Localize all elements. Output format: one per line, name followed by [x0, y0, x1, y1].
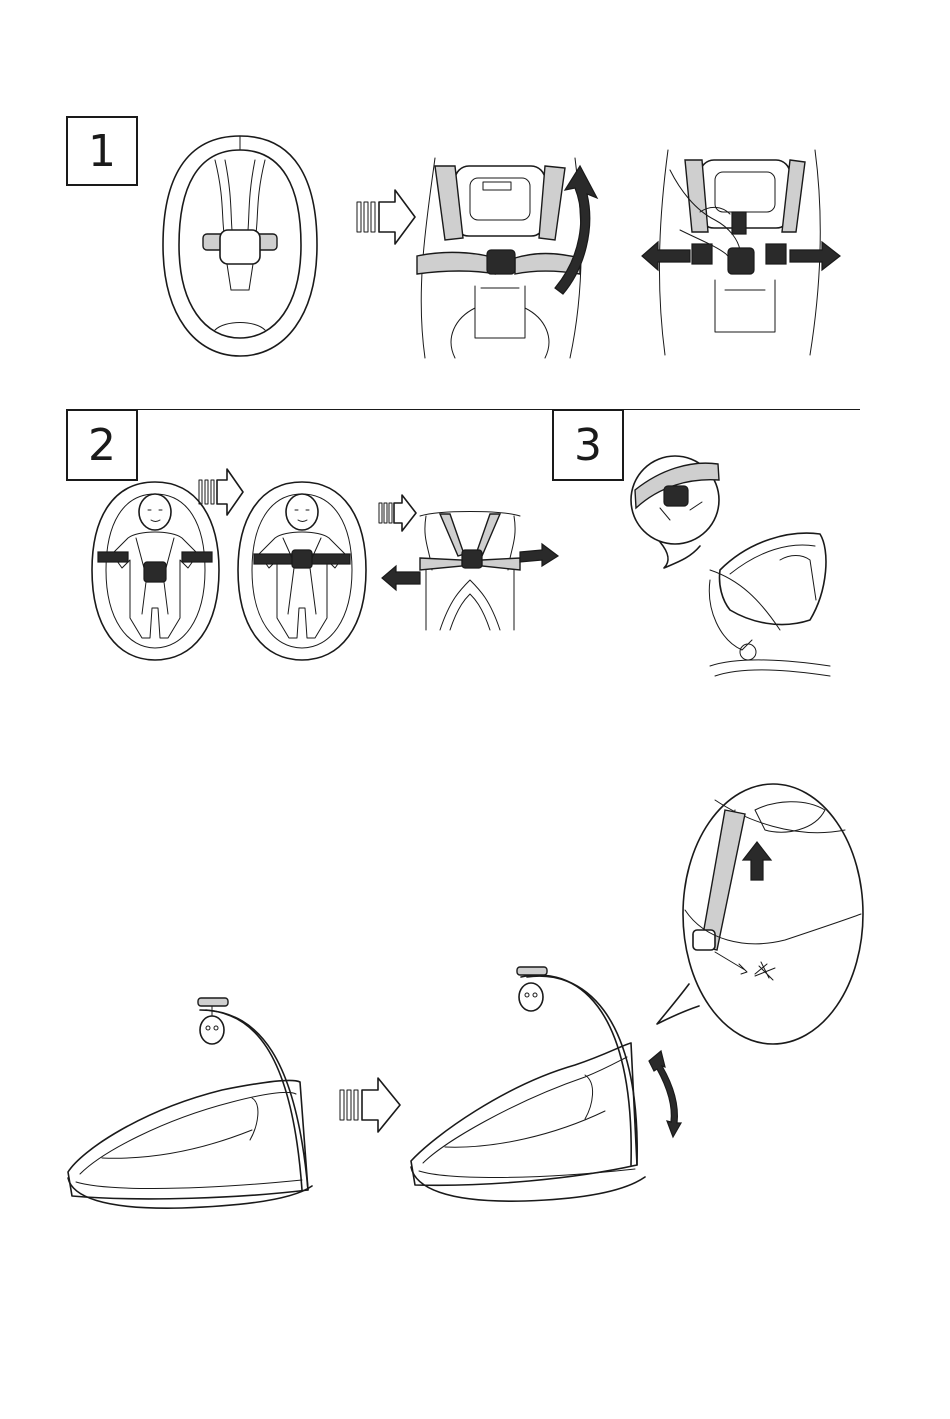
step-2-label: 2 [66, 409, 138, 481]
pull-direction-arrow-icon [642, 242, 690, 270]
step-3-label: 3 [552, 409, 624, 481]
seat-reclined-illustration [405, 965, 695, 1207]
recline-lever-detail-illustration [655, 780, 867, 1045]
step-number: 3 [574, 420, 602, 471]
section-divider [134, 409, 552, 410]
seat-overview-illustration [155, 130, 325, 362]
next-step-arrow-icon [355, 186, 417, 248]
pull-direction-arrow-icon [382, 566, 420, 590]
pull-direction-arrow-icon [520, 544, 558, 566]
seat-upright-illustration [62, 990, 322, 1210]
unbuckle-illustration [640, 150, 845, 360]
step-number: 2 [88, 420, 116, 471]
step-1-label: 1 [66, 116, 138, 186]
tighten-straps-illustration [380, 510, 560, 632]
harness-lift-illustration [415, 158, 600, 363]
baby-buckled-illustration [232, 478, 372, 663]
section-divider [620, 409, 860, 410]
next-step-arrow-icon [338, 1072, 402, 1136]
release-button-detail-illustration [630, 450, 840, 680]
pull-direction-arrow-icon [743, 842, 771, 880]
step-number: 1 [88, 126, 116, 177]
pull-direction-arrow-icon [790, 242, 840, 270]
double-headed-arrow-icon [649, 1051, 681, 1137]
